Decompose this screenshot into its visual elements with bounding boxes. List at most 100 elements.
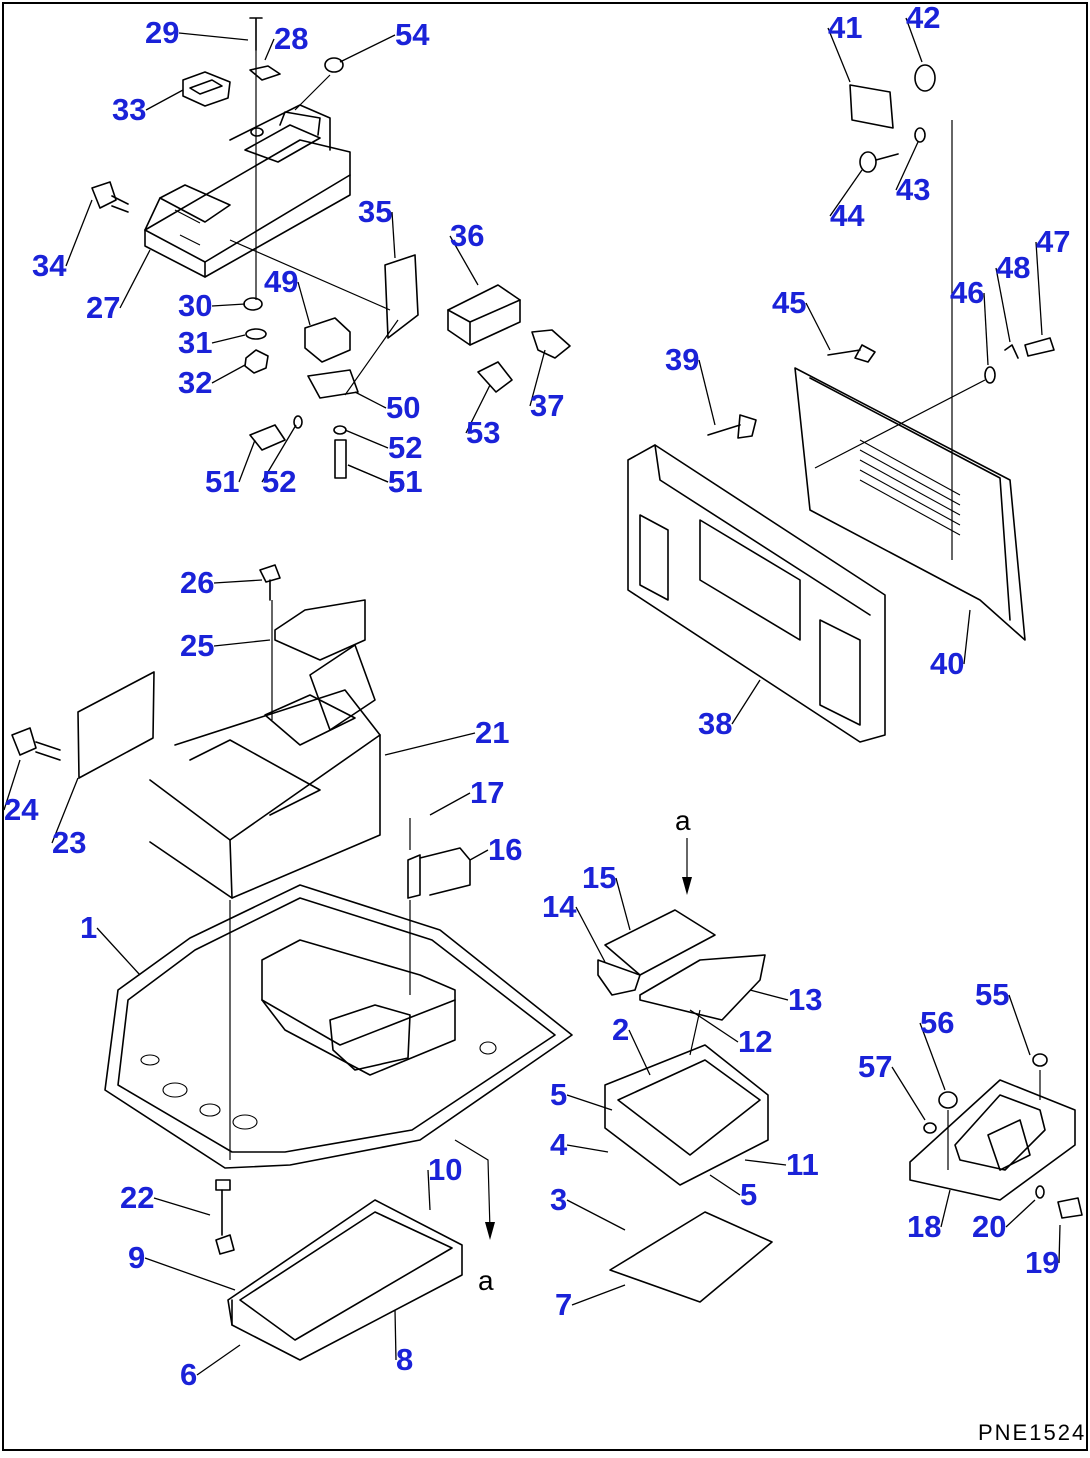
callout-label-19: 19 [1025, 1245, 1059, 1280]
callout-label-24: 24 [4, 792, 39, 827]
callout-label-33: 33 [112, 92, 146, 127]
leader-line-35 [391, 211, 396, 259]
callout-label-34: 34 [32, 248, 67, 283]
leader-line-51 [238, 439, 256, 483]
callout-label-47: 47 [1036, 224, 1070, 259]
callout-label-7: 7 [555, 1287, 572, 1322]
leader-line-25 [213, 639, 271, 647]
leader-line-54 [339, 34, 396, 63]
leader-line-7 [571, 1284, 626, 1306]
callout-label-6: 6 [180, 1357, 197, 1392]
callout-label-37: 37 [530, 388, 564, 423]
leader-line-3 [566, 1199, 626, 1231]
leader-line-18 [940, 1189, 951, 1228]
leader-line-39 [698, 359, 716, 426]
leader-line-16 [469, 849, 489, 861]
callout-label-29: 29 [145, 15, 179, 50]
callout-label-30: 30 [178, 288, 212, 323]
leader-line-2 [628, 1029, 651, 1076]
leader-line-43 [895, 141, 919, 191]
callout-label-52: 52 [388, 430, 422, 465]
floor-plate-drawing [104, 818, 573, 1240]
callout-label-49: 49 [264, 264, 298, 299]
callout-label-17: 17 [470, 775, 504, 810]
leader-line-47 [1035, 241, 1043, 336]
leader-line-44 [829, 169, 863, 217]
leader-line-57 [891, 1066, 926, 1121]
callout-label-26: 26 [180, 565, 214, 600]
callout-label-16: 16 [488, 832, 522, 867]
callout-label-43: 43 [896, 172, 930, 207]
leader-line-52 [344, 429, 389, 449]
leader-line-30 [211, 303, 246, 307]
callout-label-35: 35 [358, 194, 392, 229]
drawing-code: PNE1524 [978, 1420, 1086, 1445]
leader-line-41 [827, 27, 851, 83]
leader-line-14 [575, 906, 606, 963]
callout-label-9: 9 [128, 1240, 145, 1275]
callout-label-51: 51 [388, 464, 422, 499]
leader-line-52 [261, 424, 297, 483]
leader-line-11 [744, 1159, 787, 1166]
callout-label-52: 52 [262, 464, 296, 499]
leader-line-56 [919, 1022, 946, 1091]
callout-label-15: 15 [582, 860, 616, 895]
leader-line-50 [354, 391, 387, 409]
callout-label-46: 46 [950, 275, 984, 310]
view-mark-a-bottom: a [478, 1265, 494, 1296]
leader-line-32 [211, 364, 246, 384]
callout-label-51: 51 [205, 464, 239, 499]
callout-label-45: 45 [772, 285, 806, 320]
leader-line-15 [615, 877, 631, 931]
callout-label-2: 2 [612, 1012, 629, 1047]
leader-line-31 [211, 334, 246, 344]
callout-label-56: 56 [920, 1005, 954, 1040]
callout-label-55: 55 [975, 977, 1009, 1012]
callout-label-51: 51 [388, 464, 422, 499]
leader-line-4 [566, 1144, 609, 1153]
leader-line-12 [689, 1009, 739, 1043]
leader-line-1 [96, 927, 141, 976]
leader-line-29 [178, 32, 249, 41]
tray-drawing [215, 1179, 463, 1361]
side-panel-drawing [627, 64, 1055, 743]
callout-label-13: 13 [788, 982, 822, 1017]
battery-box-drawing [11, 564, 381, 1160]
callout-label-25: 25 [180, 628, 214, 663]
callout-label-1: 1 [80, 910, 97, 945]
callout-label-39: 39 [665, 342, 699, 377]
callout-label-48: 48 [996, 250, 1030, 285]
callout-label-50: 50 [386, 390, 420, 425]
leader-line-38 [731, 679, 761, 725]
callout-label-42: 42 [906, 0, 940, 35]
callout-label-57: 57 [858, 1049, 892, 1084]
leader-line-40 [963, 609, 971, 665]
callout-label-54: 54 [395, 17, 430, 52]
callout-label-8: 8 [396, 1342, 413, 1377]
leader-line-37 [529, 349, 546, 407]
leader-line-20 [1005, 1199, 1036, 1228]
callout-label-20: 20 [972, 1209, 1006, 1244]
leader-line-5 [709, 1174, 741, 1196]
control-box-cover-drawing [91, 17, 571, 479]
leader-line-28 [264, 38, 275, 61]
callout-label-4: 4 [550, 1127, 568, 1162]
callout-label-18: 18 [907, 1209, 941, 1244]
callout-label-12: 12 [738, 1024, 772, 1059]
leader-line-22 [153, 1197, 211, 1216]
callout-label-3: 3 [550, 1182, 567, 1217]
callout-label-21: 21 [475, 715, 509, 750]
leader-line-51 [347, 464, 389, 483]
callout-label-53: 53 [466, 415, 500, 450]
leader-line-26 [213, 579, 263, 584]
leader-line-5 [566, 1094, 613, 1111]
leader-line-34 [65, 199, 93, 267]
view-mark-a-top: a [675, 805, 691, 836]
leader-line-9 [144, 1257, 236, 1291]
callout-label-10: 10 [428, 1152, 462, 1187]
callout-label-22: 22 [120, 1180, 154, 1215]
callout-label-11: 11 [786, 1147, 819, 1182]
cover-assembly-drawing [909, 1053, 1083, 1219]
